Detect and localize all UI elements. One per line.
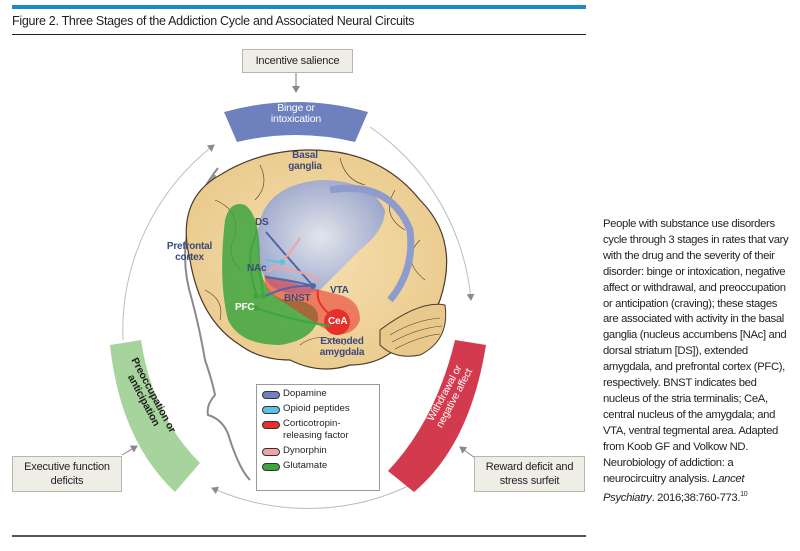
binge-stage-banner [224,102,368,142]
title-divider [12,34,586,35]
legend-item-crf: Corticotropin-releasing factor [262,418,379,442]
legend: Dopamine Opioid peptides Corticotropin-r… [256,384,380,491]
legend-item-glutamate: Glutamate [262,460,379,472]
glutamate-swatch-icon [262,463,280,471]
addiction-cycle-diagram [110,73,486,509]
head-profile-outline [184,167,251,481]
brain-illustration [185,149,448,370]
extended-line2: amygdala [319,347,365,358]
extended-amygdala-label: Extended amygdala [318,336,366,358]
legend-item-opioid: Opioid peptides [262,403,379,415]
ds-label: DS [255,217,269,228]
prefrontal-cortex-label: Prefrontal cortex [162,241,217,263]
executive-deficits-box: Executive function deficits [12,456,122,492]
incentive-salience-text: Incentive salience [255,55,340,67]
dynorphin-pathway [267,237,301,273]
glutamate-pathway-ds [249,227,258,297]
figure-caption: People with substance use disorders cycl… [603,217,795,507]
legend-label: Dopamine [283,388,327,399]
preoccupation-stage-banner [110,340,200,492]
cerebellum [379,303,447,357]
crf-swatch-icon [262,421,280,429]
basal-ganglia-tail [329,184,415,303]
figure-title: Figure 2. Three Stages of the Addiction … [12,14,415,28]
cycle-arc-top-right [369,126,475,301]
pfc-label: PFC [235,302,255,313]
cea-label: CeA [328,316,348,327]
nac-label: NAc [247,263,267,274]
executive-deficits-line1: Executive function [24,461,110,473]
basal-ganglia-region [256,180,385,294]
caption-text: People with substance use disorders cycl… [603,218,789,485]
reward-deficit-line1: Reward deficit and [485,461,574,473]
caption-journal: Lancet Psychiatry [603,472,745,505]
caption-citation: . 2016;38:760-773. [651,492,741,505]
basal-line2: ganglia [288,161,322,172]
dopamine-swatch-icon [262,391,280,399]
extended-line1: Extended [320,336,364,347]
prefrontal-line2: cortex [175,252,204,263]
vta-label: VTA [330,285,349,296]
bnst-label: BNST [284,293,311,304]
dynorphin-swatch-icon [262,448,280,456]
reward-arrow [459,446,476,459]
prefrontal-region [222,204,319,345]
legend-item-dynorphin: Dynorphin [262,445,379,457]
glutamate-pathway-cea [255,307,331,327]
legend-label: Opioid peptides [283,403,350,414]
binge-stage-label: Binge or intoxication [258,103,334,125]
cycle-arc-bottom [211,479,421,509]
reward-deficit-line2: stress surfeit [499,475,560,487]
executive-arrow [121,445,138,456]
basal-ganglia-label: Basal ganglia [285,150,325,172]
basal-line1: Basal [292,150,318,161]
executive-deficits-line2: deficits [50,475,84,487]
withdrawal-stage-banner [388,340,486,492]
caption-reference: 10 [740,491,748,499]
legend-item-dopamine: Dopamine [262,388,379,400]
legend-label: Corticotropin-releasing factor [283,418,349,441]
bottom-divider [12,535,586,537]
incentive-salience-box: Incentive salience [242,49,353,73]
figure-top-bar [12,5,586,9]
binge-label-line1: Binge or [277,102,315,114]
reward-deficit-box: Reward deficit and stress surfeit [474,456,585,492]
binge-label-line2: intoxication [270,113,322,125]
opioid-swatch-icon [262,406,280,414]
legend-label: Dynorphin [283,445,327,456]
prefrontal-line1: Prefrontal [166,241,213,252]
legend-label: Glutamate [283,460,328,471]
crf-pathway [316,289,336,319]
cycle-arc-left [122,144,215,341]
dopamine-pathway-ds [265,231,314,287]
dynorphin-pathway-vta [277,267,321,281]
glutamate-pathway-nac [257,269,264,296]
cycle-ring [122,126,475,509]
